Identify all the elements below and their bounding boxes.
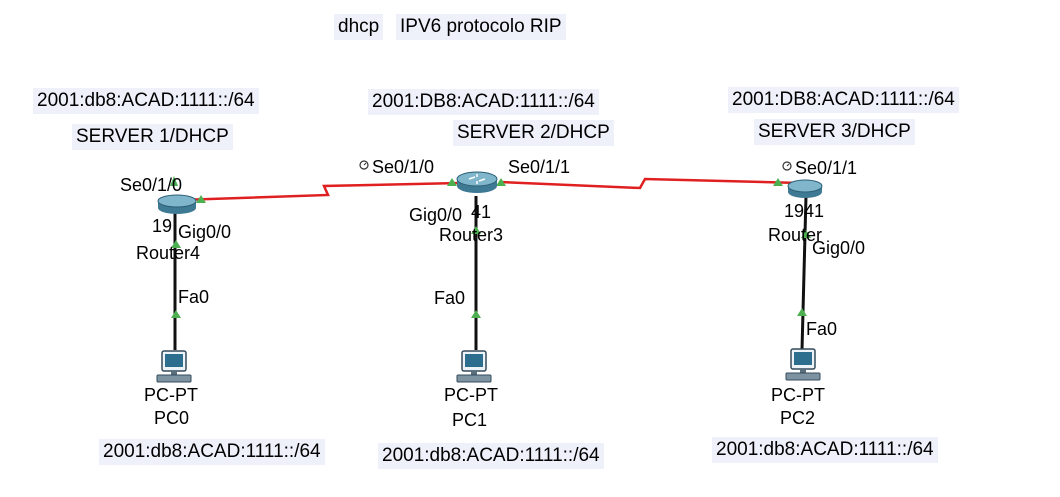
pc0-if-label: Fa0 bbox=[178, 287, 210, 307]
note-dhcp[interactable]: dhcp bbox=[334, 14, 384, 40]
port-up-indicator bbox=[471, 226, 481, 234]
router-right-model-label: 1941 bbox=[784, 201, 825, 221]
note-pc2-network[interactable]: 2001:db8:ACAD:1111::/64 bbox=[712, 437, 938, 463]
port-up-indicator bbox=[471, 310, 481, 318]
pc2-type-label: PC-PT bbox=[771, 385, 825, 405]
port-up-indicator bbox=[196, 195, 206, 203]
pc0-computer-icon[interactable] bbox=[156, 350, 192, 384]
pc1-if-label: Fa0 bbox=[434, 288, 466, 308]
router3-icon[interactable] bbox=[455, 170, 499, 194]
note-network-3[interactable]: 2001:DB8:ACAD:1111::/64 bbox=[728, 87, 959, 113]
router4-model-label: 19 bbox=[152, 216, 173, 236]
pc2-name-label: PC2 bbox=[780, 408, 816, 428]
ethernet-link-router-right-pc2[interactable] bbox=[800, 195, 808, 351]
pc1-name-label: PC1 bbox=[452, 410, 488, 430]
router-right-icon[interactable] bbox=[786, 179, 824, 199]
pc1-computer-icon[interactable] bbox=[456, 350, 492, 384]
router3-lan-if-label: Gig0/0 bbox=[409, 205, 463, 225]
serial-link-router3-router-right[interactable] bbox=[499, 177, 801, 190]
pc2-computer-icon[interactable] bbox=[785, 348, 821, 382]
note-network-1[interactable]: 2001:db8:ACAD:1111::/64 bbox=[33, 88, 259, 114]
port-up-indicator bbox=[797, 308, 807, 316]
note-protocol[interactable]: IPV6 protocolo RIP bbox=[396, 14, 566, 40]
router3-model-label: 41 bbox=[471, 202, 492, 222]
port-up-indicator bbox=[801, 230, 811, 238]
pc0-name-label: PC0 bbox=[154, 408, 190, 428]
pc2-if-label: Fa0 bbox=[806, 319, 838, 339]
clock-icon bbox=[782, 161, 792, 171]
router4-lan-if-label: Gig0/0 bbox=[178, 222, 232, 242]
router4-name-label: Router4 bbox=[136, 243, 201, 263]
clock-icon bbox=[359, 160, 369, 170]
port-up-indicator bbox=[171, 240, 181, 248]
router3-name-label: Router3 bbox=[439, 225, 504, 245]
note-server-2[interactable]: SERVER 2/DHCP bbox=[453, 120, 614, 146]
note-pc1-network[interactable]: 2001:db8:ACAD:1111::/64 bbox=[378, 443, 604, 469]
port-up-indicator bbox=[170, 176, 178, 186]
router-right-lan-if-label: Gig0/0 bbox=[812, 238, 866, 258]
pc0-type-label: PC-PT bbox=[144, 385, 198, 405]
port-up-indicator bbox=[773, 178, 783, 186]
router3-serial-right-label: Se0/1/1 bbox=[508, 157, 571, 177]
router-right-serial-if-label: Se0/1/1 bbox=[795, 158, 858, 178]
pc1-type-label: PC-PT bbox=[444, 385, 498, 405]
router-right-name-label: Router bbox=[768, 225, 823, 245]
serial-link-router4-router3[interactable] bbox=[179, 181, 461, 202]
router4-icon[interactable] bbox=[156, 193, 198, 215]
router4-serial-if-label: Se0/1/0 bbox=[120, 175, 183, 195]
note-server-1[interactable]: SERVER 1/DHCP bbox=[72, 124, 233, 150]
router3-serial-left-label: Se0/1/0 bbox=[372, 157, 435, 177]
port-up-indicator bbox=[496, 178, 506, 186]
port-up-indicator bbox=[447, 178, 457, 186]
port-up-indicator bbox=[171, 310, 181, 318]
note-network-2[interactable]: 2001:DB8:ACAD:1111::/64 bbox=[368, 89, 599, 115]
note-server-3[interactable]: SERVER 3/DHCP bbox=[754, 119, 915, 145]
note-pc0-network[interactable]: 2001:db8:ACAD:1111::/64 bbox=[99, 439, 325, 465]
